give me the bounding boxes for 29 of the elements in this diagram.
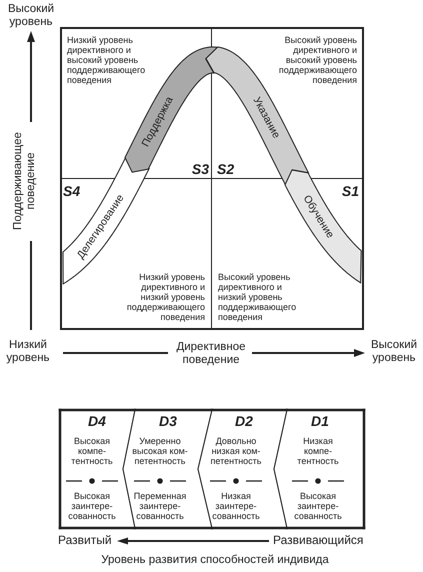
axis-end-label: Развивающийся xyxy=(273,534,364,547)
commitment-text: Низкая заинтере- сованность xyxy=(211,491,261,521)
stage-code: D1 xyxy=(311,414,329,429)
quadrant-description: Низкий уровень директивного и низкий уровень поддерживающего поведения xyxy=(126,272,205,322)
axis-title: Поддерживающее поведение xyxy=(12,131,38,232)
competence-text: Низкая компе- тентность xyxy=(296,436,340,466)
competence-text: Высокая компе- тентность xyxy=(70,436,114,466)
commitment-text: Переменная заинтере- сованность xyxy=(132,491,188,521)
stage-code: D3 xyxy=(159,414,177,429)
stage-segment xyxy=(274,410,364,528)
stage-code: D4 xyxy=(88,414,106,429)
style-code: S3 xyxy=(192,162,209,177)
style-code: S1 xyxy=(342,184,359,199)
stage-code: D2 xyxy=(235,414,253,429)
axis-end-label: Развитый xyxy=(58,534,112,547)
commitment-text: Высокая заинтере- сованность xyxy=(293,491,343,521)
quadrant-description: Высокий уровень директивного и низкий уровень поддерживающего поведения xyxy=(218,272,298,322)
quadrant-description: Высокий уровень директивного и высокий уровень поддерживающего поведения xyxy=(278,35,357,85)
axis-end-label: Высокий уровень xyxy=(6,3,56,29)
quadrant-description: Низкий уровень директивного и высокий уровень поддерживающего поведения xyxy=(67,35,146,85)
commitment-text: Высокая заинтере- сованность xyxy=(67,491,117,521)
competence-text: Довольно низкая ком- петентность xyxy=(210,436,262,466)
style-code: S2 xyxy=(217,162,234,177)
axis-end-label: Высокий уровень xyxy=(370,339,418,365)
competence-text: Умеренно высокая ком- петентность xyxy=(131,436,189,466)
axis-title: Уровень развития способностей индивида xyxy=(100,554,330,567)
axis-title: Директивное поведение xyxy=(175,341,247,367)
axis-end-label: Низкий уровень xyxy=(5,339,51,365)
style-code: S4 xyxy=(63,184,80,199)
